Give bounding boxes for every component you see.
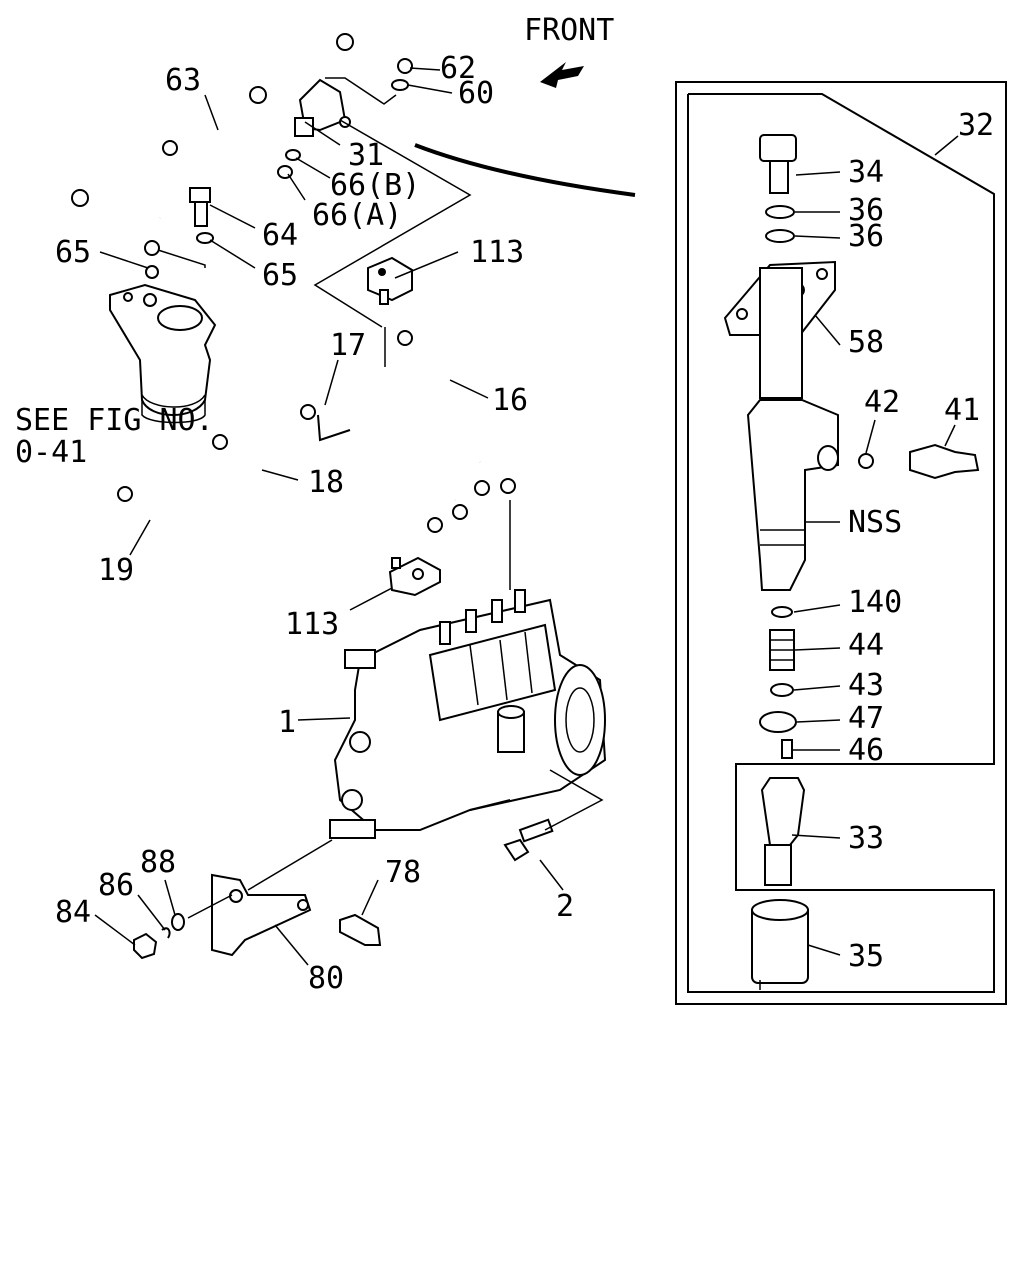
- see-fig-line2: 0-41: [15, 435, 87, 470]
- callout-36-lower: 36: [848, 219, 884, 254]
- injection-pump: [329, 589, 607, 839]
- callout-62: 62: [440, 51, 476, 86]
- callout-66a: 66(A): [312, 198, 402, 233]
- callout-113-lower: 113: [285, 607, 339, 642]
- callout-88: 88: [140, 845, 176, 880]
- callout-33: 33: [848, 821, 884, 856]
- callout-42: 42: [864, 385, 900, 420]
- callout-36-upper: 36: [848, 193, 884, 228]
- callout-16: 16: [492, 383, 528, 418]
- callout-60: 60: [458, 76, 494, 111]
- callout-35: 35: [848, 939, 884, 974]
- callout-86: 86: [98, 868, 134, 903]
- overflow-valve: [277, 58, 413, 179]
- callout-labels: 63 62 60 31 66(B) 66(A) 64 65 65 113 17 …: [15, 51, 994, 996]
- callout-nss: NSS: [848, 505, 902, 540]
- callout-43: 43: [848, 668, 884, 703]
- fuel-filter: [109, 265, 217, 424]
- callout-31: 31: [348, 138, 384, 173]
- callout-1: 1: [278, 705, 296, 740]
- fuel-return-pipe: [71, 33, 354, 207]
- callout-58: 58: [848, 325, 884, 360]
- front-label: FRONT: [524, 13, 614, 48]
- injection-pipes: [117, 330, 516, 567]
- callout-47: 47: [848, 701, 884, 736]
- callout-41: 41: [944, 393, 980, 428]
- callout-63: 63: [165, 63, 201, 98]
- callout-80: 80: [308, 961, 344, 996]
- pump-bracket: [133, 839, 382, 960]
- front-indicator: FRONT: [524, 13, 614, 88]
- callout-32: 32: [958, 108, 994, 143]
- callout-66b: 66(B): [330, 168, 420, 203]
- see-fig-line1: SEE FIG NO.: [15, 403, 214, 438]
- leader-lines: [94, 67, 956, 966]
- injector-assembly-frame: [675, 81, 1007, 1005]
- callout-44: 44: [848, 628, 884, 663]
- callout-2: 2: [556, 889, 574, 924]
- pipe-clamp-lower: [388, 556, 441, 597]
- injector-parts: [723, 134, 980, 990]
- group-bracket-lines: [157, 77, 636, 367]
- callout-34: 34: [848, 155, 884, 190]
- callout-46: 46: [848, 733, 884, 768]
- callout-19: 19: [98, 553, 134, 588]
- pipe-clamp-upper: [367, 256, 413, 305]
- callout-18: 18: [308, 465, 344, 500]
- bolt-64: [189, 187, 214, 244]
- front-arrow-icon: [540, 62, 584, 88]
- callout-65-left: 65: [55, 235, 91, 270]
- callout-17: 17: [330, 328, 366, 363]
- callout-78: 78: [385, 855, 421, 890]
- filter-loop-pipe: [107, 177, 174, 256]
- callout-113-upper: 113: [470, 235, 524, 270]
- callout-65-right: 65: [262, 258, 298, 293]
- pump-mounting-bolt: [503, 769, 604, 862]
- callout-84: 84: [55, 895, 91, 930]
- callout-140: 140: [848, 585, 902, 620]
- callout-64: 64: [262, 218, 298, 253]
